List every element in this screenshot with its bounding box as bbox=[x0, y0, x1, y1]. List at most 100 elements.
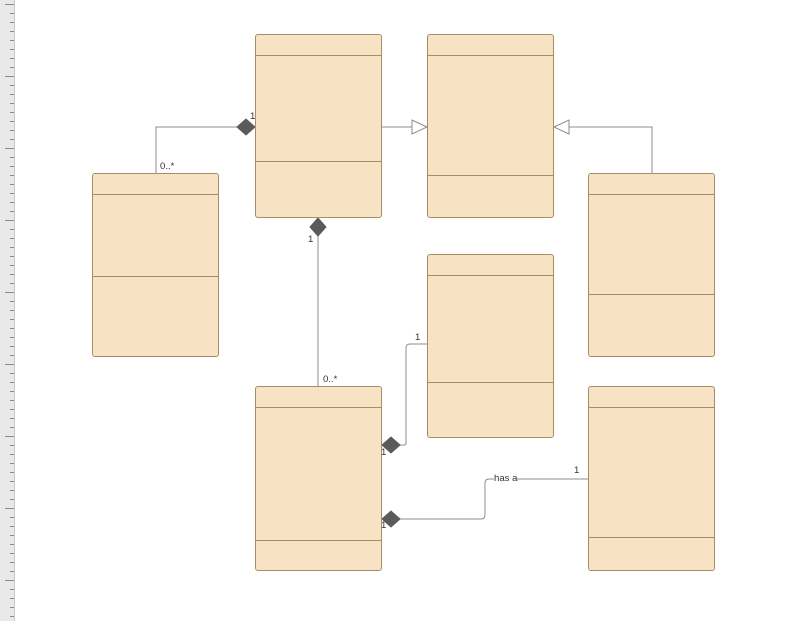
compartment-divider bbox=[256, 161, 381, 162]
attribute-item bbox=[100, 212, 214, 223]
ruler-tick bbox=[10, 445, 14, 446]
ruler-tick bbox=[10, 130, 14, 131]
ruler-tick bbox=[10, 310, 14, 311]
vertical-ruler[interactable] bbox=[0, 0, 15, 621]
attribute-item bbox=[435, 345, 549, 356]
relationship-customer-cart[interactable] bbox=[155, 118, 256, 173]
ruler-tick bbox=[10, 328, 14, 329]
ruler-tick bbox=[10, 409, 14, 410]
relationship-label: has a bbox=[494, 473, 518, 484]
ruler-tick bbox=[5, 220, 14, 221]
attribute-item bbox=[596, 450, 710, 461]
class-box-order[interactable] bbox=[255, 386, 382, 571]
ruler-tick bbox=[10, 67, 14, 68]
attribute-item bbox=[596, 493, 710, 504]
class-box-shopping-cart[interactable] bbox=[92, 173, 219, 357]
ruler-tick bbox=[10, 526, 14, 527]
operation-item bbox=[596, 319, 710, 330]
ruler-tick bbox=[5, 76, 14, 77]
composition-diamond-icon bbox=[381, 510, 401, 528]
attribute-item bbox=[596, 471, 710, 482]
operation-list bbox=[596, 548, 710, 559]
compartment-divider bbox=[589, 194, 714, 195]
ruler-tick bbox=[10, 553, 14, 554]
class-box-order-details[interactable] bbox=[588, 386, 715, 571]
ruler-tick bbox=[5, 364, 14, 365]
connector-line bbox=[155, 126, 240, 173]
ruler-tick bbox=[5, 4, 14, 5]
operation-list bbox=[435, 192, 549, 203]
operation-item bbox=[100, 295, 214, 306]
attribute-item bbox=[435, 116, 549, 127]
ruler-tick bbox=[10, 40, 14, 41]
attribute-item bbox=[596, 482, 710, 493]
attribute-list bbox=[263, 76, 377, 141]
connector-line bbox=[397, 343, 427, 446]
ruler-tick bbox=[10, 454, 14, 455]
ruler-tick bbox=[10, 238, 14, 239]
ruler-tick bbox=[10, 22, 14, 23]
ruler-tick bbox=[10, 103, 14, 104]
generalization-arrow-icon bbox=[411, 119, 429, 135]
operation-item bbox=[100, 317, 214, 328]
ruler-tick bbox=[10, 490, 14, 491]
ruler-tick bbox=[10, 337, 14, 338]
compartment-divider bbox=[428, 175, 553, 176]
attribute-list bbox=[596, 439, 710, 504]
ruler-tick bbox=[10, 256, 14, 257]
attribute-item bbox=[263, 467, 377, 478]
ruler-tick bbox=[10, 31, 14, 32]
ruler-tick bbox=[10, 571, 14, 572]
composition-diamond-icon bbox=[236, 118, 256, 136]
ruler-tick bbox=[10, 481, 14, 482]
ruler-tick bbox=[10, 463, 14, 464]
attribute-item bbox=[263, 130, 377, 141]
compartment-divider bbox=[428, 55, 553, 56]
operation-item bbox=[435, 410, 549, 421]
relationship-customer-order[interactable] bbox=[309, 217, 327, 386]
ruler-tick bbox=[5, 436, 14, 437]
ruler-tick bbox=[10, 400, 14, 401]
relationship-order-shipping[interactable] bbox=[381, 343, 427, 454]
ruler-tick bbox=[10, 94, 14, 95]
ruler-tick bbox=[10, 499, 14, 500]
operation-list bbox=[435, 410, 549, 421]
multiplicity-label: 1 bbox=[574, 465, 580, 476]
attribute-item bbox=[596, 232, 710, 243]
operation-item bbox=[435, 192, 549, 203]
relationship-layer bbox=[155, 118, 653, 528]
compartment-divider bbox=[589, 537, 714, 538]
ruler-tick bbox=[10, 265, 14, 266]
relationship-order-details[interactable] bbox=[381, 478, 588, 528]
ruler-tick bbox=[10, 139, 14, 140]
ruler-tick bbox=[10, 346, 14, 347]
class-box-customer[interactable] bbox=[255, 34, 382, 218]
ruler-tick bbox=[10, 283, 14, 284]
compartment-divider bbox=[256, 540, 381, 541]
ruler-tick bbox=[10, 319, 14, 320]
compartment-divider bbox=[589, 294, 714, 295]
ruler-tick bbox=[10, 121, 14, 122]
class-box-administrator[interactable] bbox=[588, 173, 715, 357]
ruler-tick bbox=[10, 589, 14, 590]
multiplicity-label: 1 bbox=[308, 234, 314, 245]
operation-list bbox=[100, 295, 214, 338]
operation-item bbox=[263, 550, 377, 561]
attribute-item bbox=[263, 457, 377, 468]
ruler-tick bbox=[10, 382, 14, 383]
attribute-item bbox=[263, 446, 377, 457]
ruler-tick bbox=[10, 202, 14, 203]
operation-item bbox=[263, 196, 377, 207]
ruler-tick bbox=[10, 58, 14, 59]
class-box-user[interactable] bbox=[427, 34, 554, 218]
attribute-item bbox=[100, 234, 214, 245]
ruler-tick bbox=[10, 157, 14, 158]
relationship-customer-user[interactable] bbox=[382, 119, 429, 135]
class-box-shipping-info[interactable] bbox=[427, 254, 554, 438]
relationship-admin-user[interactable] bbox=[552, 119, 653, 173]
ruler-tick bbox=[10, 517, 14, 518]
attribute-list bbox=[596, 232, 710, 254]
operation-item bbox=[596, 548, 710, 559]
attribute-item bbox=[435, 105, 549, 116]
